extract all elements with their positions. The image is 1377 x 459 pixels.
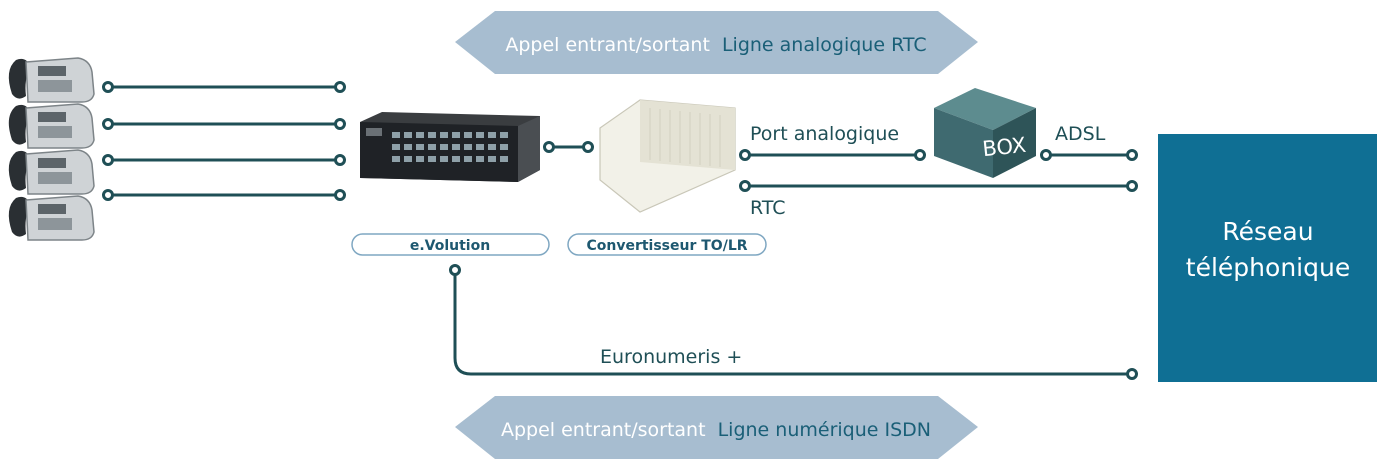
connector-dot	[334, 154, 346, 166]
converter-badge-label: Convertisseur TO/LR	[586, 238, 747, 254]
network-title-line1: Réseau	[1222, 217, 1313, 246]
converter-badge: Convertisseur TO/LR	[567, 233, 767, 256]
desk-phone-icon	[8, 195, 95, 241]
bottom-arrow-prefix: Appel entrant/sortant	[501, 419, 706, 441]
desk-phone-icon	[8, 103, 95, 149]
network-box: Réseau téléphonique	[1158, 134, 1377, 382]
phone-lines	[102, 81, 346, 201]
bottom-arrow-shape	[455, 396, 978, 459]
svg-text:Appel entrant/sortant Li: Appel entrant/sortant Ligne analogique R…	[505, 34, 926, 56]
adsl-line	[1040, 149, 1138, 161]
connector-dot	[334, 81, 346, 93]
desk-phones	[8, 57, 95, 241]
euronumeris-line	[449, 264, 1138, 380]
connector-dot	[102, 189, 114, 201]
rtc-line	[739, 180, 1138, 192]
box-label: BOX	[981, 133, 1027, 161]
connector-dot	[334, 189, 346, 201]
connector-dot	[914, 149, 926, 161]
connector-dot	[739, 149, 751, 161]
top-call-arrow: Appel entrant/sortant Ligne analogique R…	[455, 11, 978, 74]
desk-phone-icon	[8, 57, 95, 103]
svg-text:Appel entrant/sortant Li: Appel entrant/sortant Ligne numérique IS…	[501, 419, 931, 441]
connector-dot	[543, 141, 555, 153]
top-arrow-prefix: Appel entrant/sortant	[505, 34, 710, 56]
bottom-arrow-highlight: Ligne numérique ISDN	[718, 419, 931, 441]
bottom-call-arrow: Appel entrant/sortant Ligne numérique IS…	[455, 396, 978, 459]
rtc-label: RTC	[750, 197, 786, 219]
converter-device	[599, 99, 736, 213]
adsl-label: ADSL	[1055, 123, 1106, 145]
pbx-device	[360, 112, 540, 182]
connector-dot	[1040, 149, 1052, 161]
connector-dot	[582, 141, 594, 153]
top-arrow-highlight: Ligne analogique RTC	[722, 34, 927, 56]
connector-dot	[334, 118, 346, 130]
connector-dot	[1126, 368, 1138, 380]
connector-dot	[102, 154, 114, 166]
connector-dot	[1126, 180, 1138, 192]
connector-dot	[1126, 149, 1138, 161]
port-analogique-line	[739, 149, 926, 161]
box-device: BOX	[934, 88, 1036, 178]
connector-dot	[739, 180, 751, 192]
desk-phone-icon	[8, 149, 95, 195]
pbx-converter-link	[543, 141, 594, 153]
top-arrow-shape	[455, 11, 978, 74]
euronumeris-label: Euronumeris +	[600, 346, 742, 368]
connector-dot	[102, 118, 114, 130]
port-analogique-label: Port analogique	[750, 123, 899, 145]
connector-dot	[449, 264, 461, 276]
pbx-badge: e.Volution	[351, 233, 550, 256]
pbx-badge-label: e.Volution	[410, 238, 490, 254]
network-title-line2: téléphonique	[1186, 253, 1350, 282]
connector-dot	[102, 81, 114, 93]
